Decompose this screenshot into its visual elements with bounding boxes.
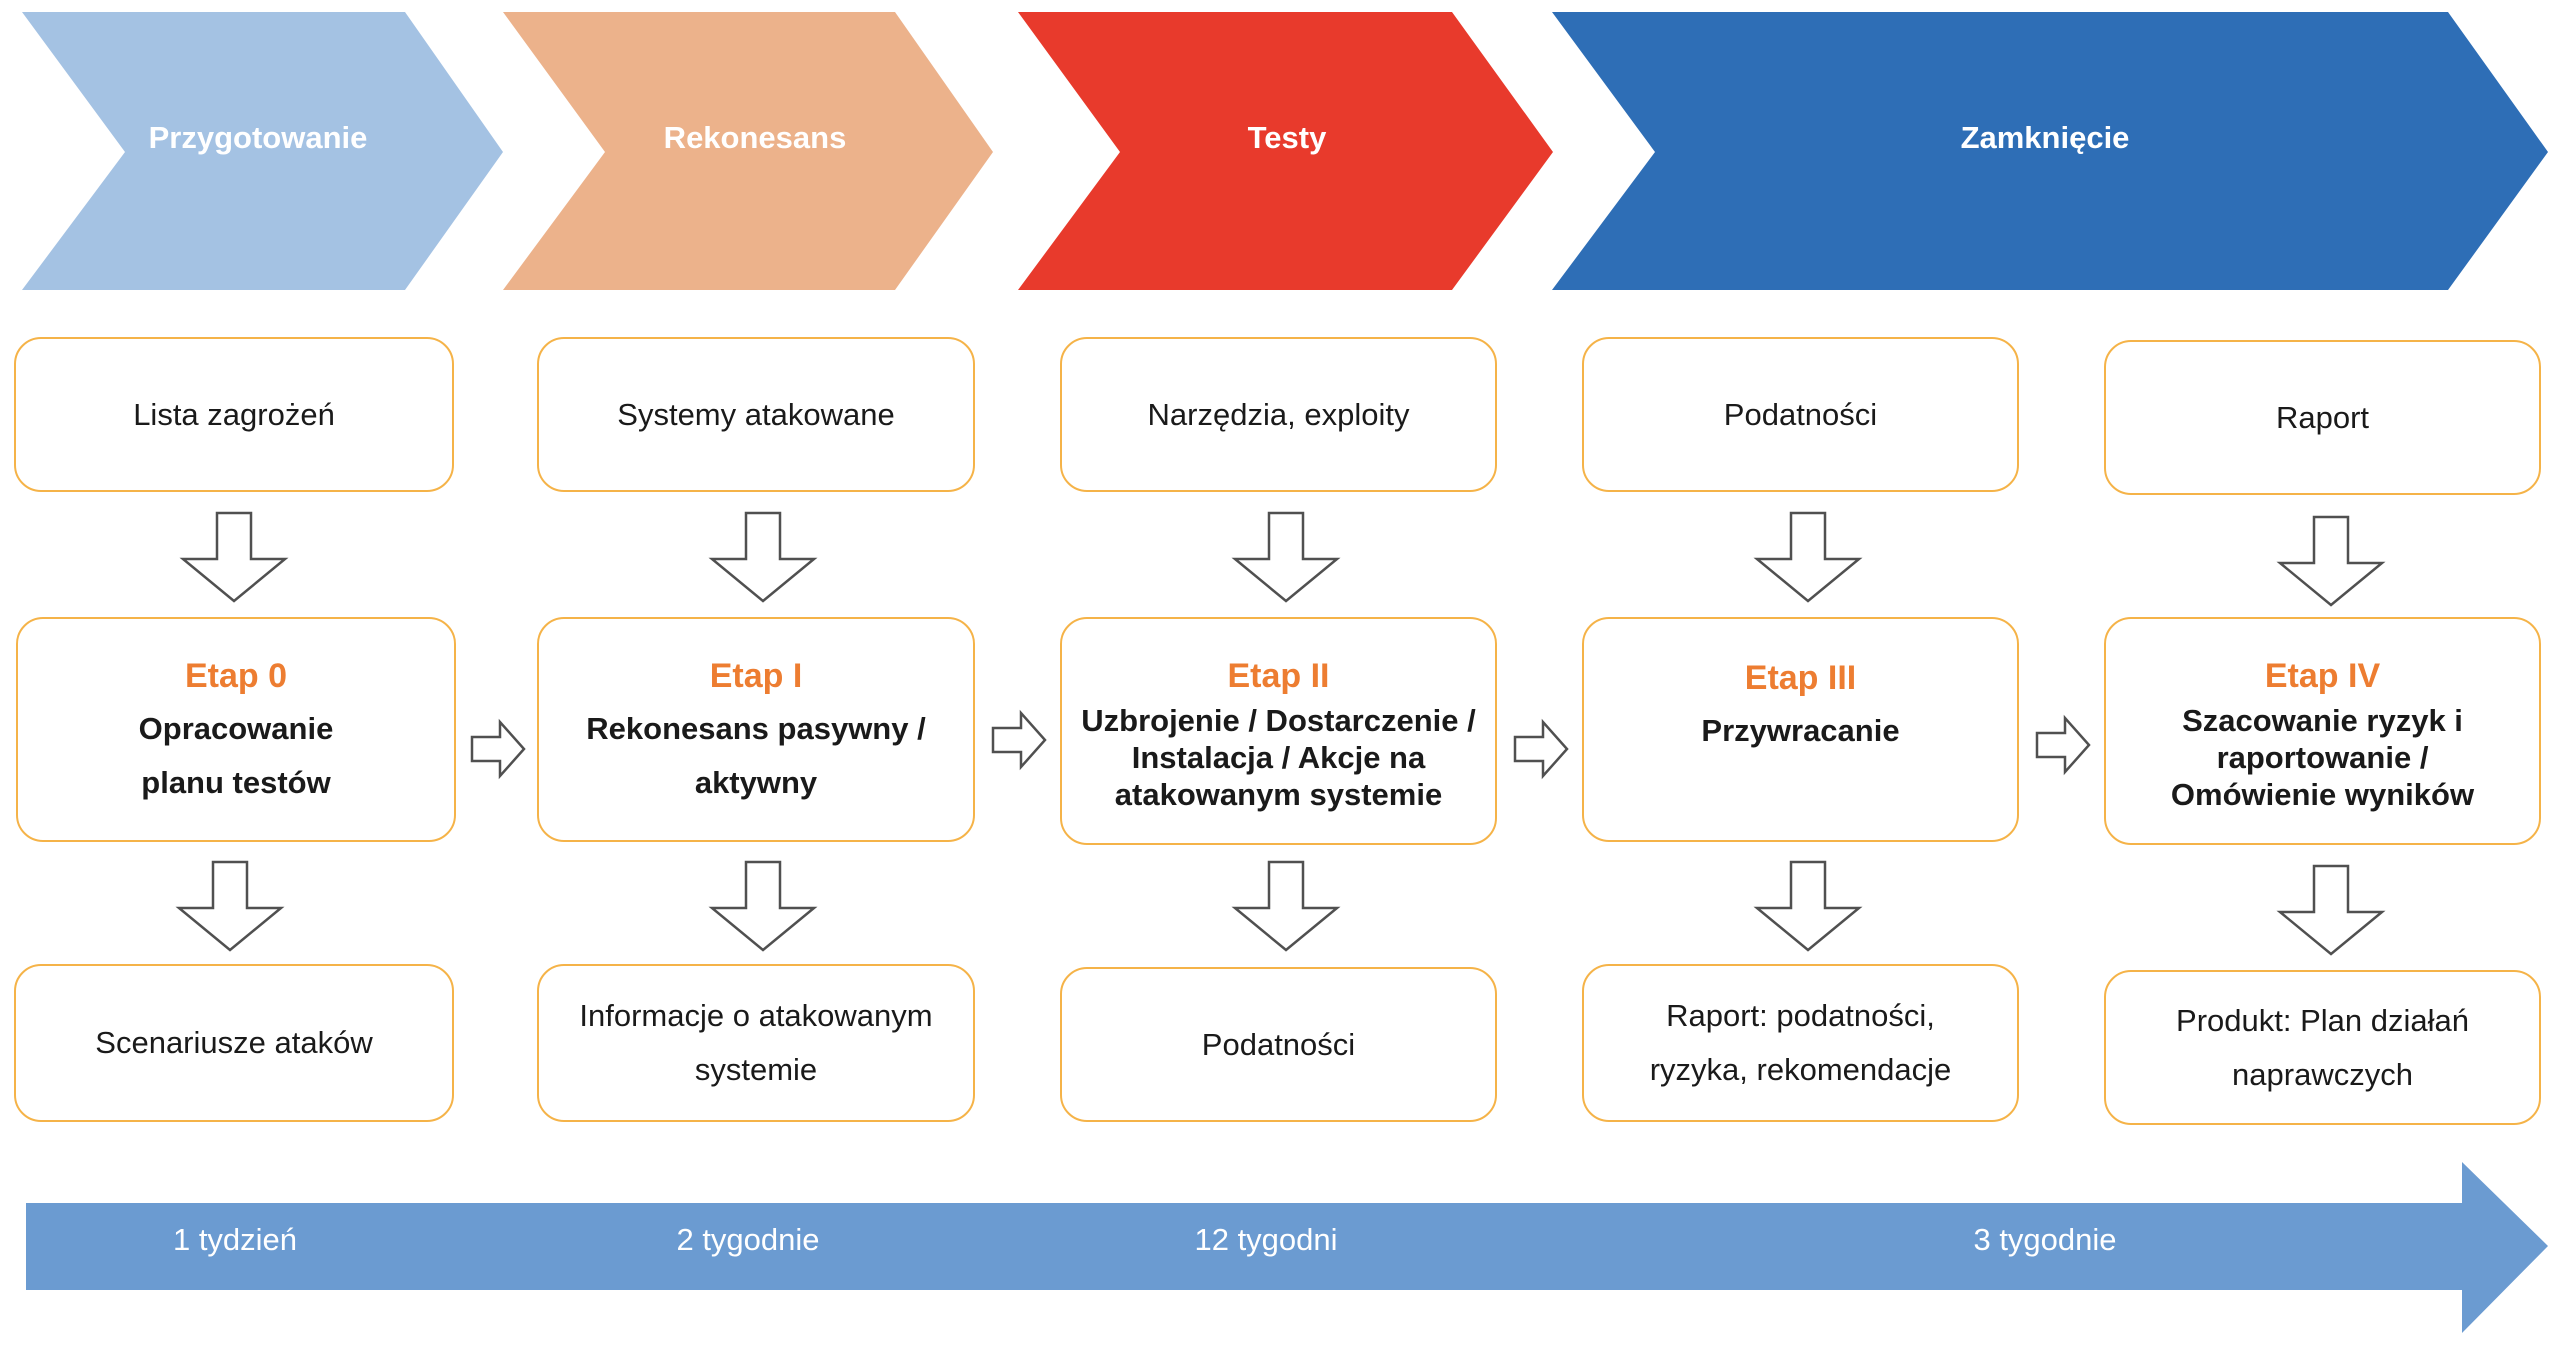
input-box: Raport: [2104, 340, 2541, 495]
input-box: Systemy atakowane: [537, 337, 975, 492]
phase-chevron-przygotowanie: [22, 12, 503, 290]
input-box: Podatności: [1582, 337, 2019, 492]
output-box: Raport: podatności, ryzyka, rekomendacje: [1582, 964, 2019, 1122]
down-arrow-icon: [175, 860, 285, 952]
down-arrow-icon: [2276, 515, 2386, 607]
down-arrow-icon: [1231, 511, 1341, 603]
input-box: Narzędzia, exploity: [1060, 337, 1497, 492]
down-arrow-icon: [1753, 511, 1863, 603]
timeline-label-testy: 12 tygodni: [1194, 1222, 1338, 1257]
stage-box: Etap II Uzbrojenie / Dostarczenie / Inst…: [1060, 617, 1497, 845]
stage-description: Opracowanie planu testów: [138, 710, 334, 800]
down-arrow-icon: [179, 511, 289, 603]
down-arrow-icon: [1231, 860, 1341, 952]
stage-description: Szacowanie ryzyk i raportowanie / Omówie…: [2170, 702, 2475, 812]
phase-chevron-rekonesans: [503, 12, 993, 290]
right-arrow-icon: [2035, 714, 2091, 776]
down-arrow-icon: [2276, 864, 2386, 956]
input-box: Lista zagrożeń: [14, 337, 454, 492]
output-box: Produkt: Plan działań naprawczych: [2104, 970, 2541, 1125]
timeline-label-przygotowanie: 1 tydzień: [172, 1222, 298, 1257]
phase-label-testy: Testy: [1247, 120, 1327, 155]
stage-title: Etap III: [1744, 658, 1857, 697]
stage-description: Uzbrojenie / Dostarczenie / Instalacja /…: [1081, 702, 1476, 812]
right-arrow-icon: [470, 718, 526, 780]
phase-label-zamkniecie: Zamknięcie: [1960, 120, 2130, 155]
stage-box: Etap III Przywracanie: [1582, 617, 2019, 842]
down-arrow-icon: [708, 511, 818, 603]
stage-title: Etap 0: [184, 656, 288, 695]
output-box: Podatności: [1060, 967, 1497, 1122]
phase-chevron-testy: [1018, 12, 1553, 290]
phase-label-rekonesans: Rekonesans: [663, 120, 847, 155]
timeline-arrow: [26, 1162, 2548, 1333]
down-arrow-icon: [1753, 860, 1863, 952]
stage-title: Etap IV: [2264, 656, 2381, 695]
right-arrow-icon: [991, 709, 1047, 771]
stage-box: Etap 0 Opracowanie planu testów: [16, 617, 456, 842]
right-arrow-icon: [1513, 718, 1569, 780]
stage-box: Etap IV Szacowanie ryzyk i raportowanie …: [2104, 617, 2541, 845]
timeline-label-zamkniecie: 3 tygodnie: [1973, 1222, 2117, 1257]
stage-box: Etap I Rekonesans pasywny / aktywny: [537, 617, 975, 842]
down-arrow-icon: [708, 860, 818, 952]
timeline-label-rekonesans: 2 tygodnie: [676, 1222, 820, 1257]
stage-description: Rekonesans pasywny / aktywny: [586, 710, 926, 800]
output-box: Informacje o atakowanym systemie: [537, 964, 975, 1122]
phase-label-przygotowanie: Przygotowanie: [148, 120, 368, 155]
phase-chevron-zamkniecie: [1552, 12, 2548, 290]
stage-description: Przywracanie: [1701, 712, 1900, 748]
stage-title: Etap II: [1227, 656, 1330, 695]
stage-title: Etap I: [709, 656, 803, 695]
output-box: Scenariusze ataków: [14, 964, 454, 1122]
